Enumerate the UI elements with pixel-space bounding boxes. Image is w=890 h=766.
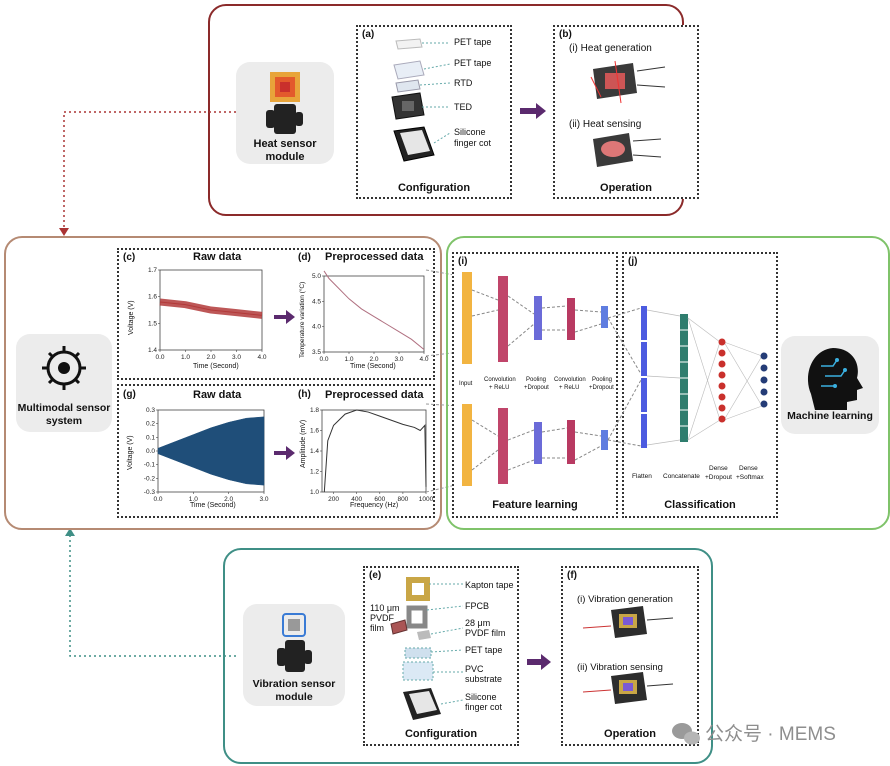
cls-label-dense1-a: Dense <box>709 465 728 472</box>
machine-learning-icon-box: Machine learning <box>781 336 879 434</box>
panel-a-layer-2: PET tape <box>454 58 492 68</box>
panel-b-letter: (b) <box>559 29 572 40</box>
heat-data-panel <box>117 248 435 380</box>
panel-a-layer-5: Silicone <box>454 127 486 137</box>
panel-c-title: Raw data <box>193 251 242 263</box>
panel-e-layer-pvc-b: substrate <box>465 674 503 684</box>
cnn-label-input: Input <box>459 381 473 387</box>
cnn-label-conv1-a: Convolution <box>484 377 516 383</box>
cnn-label-pool2-a: Pooling <box>592 377 613 383</box>
panel-a-configuration: (a) PET tape PET tape RTD TED Silicone f… <box>356 25 512 199</box>
vibration-generation-illustration <box>582 606 674 704</box>
panel-g-xlabel: Time (Second) <box>190 502 236 509</box>
panel-f-caption: Operation <box>604 728 656 740</box>
panel-h-letter: (h) <box>298 389 311 400</box>
cnn-label-conv2-b: + ReLU <box>559 385 580 391</box>
panel-b-item-2: (ii) Heat sensing <box>569 119 642 130</box>
cls-label-flatten: Flatten <box>632 473 652 480</box>
panel-e-side-1: 110 μm <box>370 603 400 613</box>
panel-c-letter: (c) <box>123 252 136 263</box>
panel-e-letter: (e) <box>369 570 382 581</box>
panel-d-ylabel: Temperature variation (°C) <box>299 281 306 358</box>
panel-c-xlabel: Time (Second) <box>193 363 239 370</box>
panel-b-item-1: (i) Heat generation <box>569 43 652 54</box>
panel-h-title: Preprocessed data <box>325 389 424 401</box>
panel-f-operation: (f) (i) Vibration generation (ii) Vibrat… <box>561 566 699 746</box>
cls-label-dense2-a: Dense <box>739 465 758 472</box>
cnn-label-pool1-a: Pooling <box>526 377 547 383</box>
panel-e-layer-silicone-a: Silicone <box>465 692 497 702</box>
panel-e-layer-pvdf-a: 28 μm <box>465 618 491 628</box>
vibration-module-label-1: Vibration sensor <box>252 678 336 690</box>
panel-g-title: Raw data <box>193 389 242 401</box>
panel-d-xlabel: Time (Second) <box>350 363 396 370</box>
watermark-text: 公众号 · MEMS <box>705 724 836 745</box>
vibration-module-icon-box: Vibration sensor module <box>243 604 345 706</box>
heat-module-label-2: module <box>265 151 305 163</box>
multimodal-system-frame <box>4 236 442 530</box>
panel-j-caption: Classification <box>664 499 736 511</box>
panel-e-layer-pvdf-b: PVDF film <box>465 628 506 638</box>
heat-module-label-1: Heat sensor <box>253 138 317 150</box>
cls-label-dense2-b: +Softmax <box>736 474 764 481</box>
heat-generation-illustration <box>590 60 666 167</box>
panel-i-letter: (i) <box>458 256 468 267</box>
panel-f-item-2: (ii) Vibration sensing <box>577 662 663 673</box>
heat-hand-icon <box>266 72 303 134</box>
panel-j-letter: (j) <box>628 256 638 267</box>
vibration-stack-illustration <box>390 577 464 720</box>
cls-label-concatenate: Concatenate <box>663 473 700 480</box>
vibration-module-label-2: module <box>275 691 313 703</box>
panel-c-ylabel: Voltage (V) <box>128 300 135 335</box>
panel-e-layer-silicone-b: finger cot <box>465 702 503 712</box>
panel-g-letter: (g) <box>123 389 136 400</box>
panel-e-layer-pet: PET tape <box>465 645 503 655</box>
panel-a-layer-1: PET tape <box>454 37 492 47</box>
panel-e-configuration: (e) Kapton tape FPCB 28 μm PVDF film PET… <box>363 566 519 746</box>
multimodal-system-label-1: Multimodal sensor <box>17 402 111 414</box>
panel-d-title: Preprocessed data <box>325 251 424 263</box>
panel-b-operation: (b) (i) Heat generation (ii) Heat sensin… <box>553 25 699 199</box>
panel-e-layer-fpcb: FPCB <box>465 601 490 611</box>
cnn-label-conv1-b: + ReLU <box>489 385 510 391</box>
panel-a-layer-3: RTD <box>454 78 473 88</box>
panel-e-caption: Configuration <box>404 728 478 740</box>
panel-b-caption: Operation <box>600 182 652 194</box>
panel-h-xlabel: Frequency (Hz) <box>350 502 399 509</box>
multimodal-system-label-2: system <box>45 415 83 427</box>
brain-head-icon <box>807 348 863 410</box>
gear-circuit-icon <box>42 346 86 390</box>
vibration-data-panel <box>117 384 435 518</box>
panel-a-letter: (a) <box>362 29 375 40</box>
multimodal-system-icon-box: Multimodal sensor system <box>16 334 112 432</box>
panel-f-item-1: (i) Vibration generation <box>577 594 673 605</box>
cnn-label-conv2-a: Convolution <box>554 377 586 383</box>
panel-e-layer-pvc-a: PVC <box>465 664 484 674</box>
vibration-hand-icon <box>277 613 312 672</box>
panel-h-ylabel: Amplitude (mV) <box>300 419 307 468</box>
cls-label-dense1-b: +Dropout <box>705 474 732 481</box>
heat-module-icon-box: Heat sensor module <box>236 62 334 164</box>
panel-g-ylabel: Voltage (V) <box>127 435 134 470</box>
panel-e-side-3: film <box>370 623 384 633</box>
cnn-label-pool2-b: +Dropout <box>589 385 614 391</box>
panel-f-letter: (f) <box>567 570 577 581</box>
cnn-label-pool1-b: +Dropout <box>524 385 549 391</box>
panel-a-layer-6: finger cot <box>454 138 492 148</box>
machine-learning-label: Machine learning <box>787 410 873 422</box>
heat-stack-illustration <box>391 38 451 162</box>
panel-d-letter: (d) <box>298 252 311 263</box>
panel-i-caption: Feature learning <box>492 499 578 511</box>
panel-e-side-2: PVDF <box>370 613 395 623</box>
panel-a-layer-4: TED <box>454 102 472 112</box>
panel-a-caption: Configuration <box>397 182 471 194</box>
vibration-module-frame <box>223 548 713 764</box>
panel-e-layer-kapton: Kapton tape <box>465 580 514 590</box>
machine-learning-frame <box>446 236 890 530</box>
